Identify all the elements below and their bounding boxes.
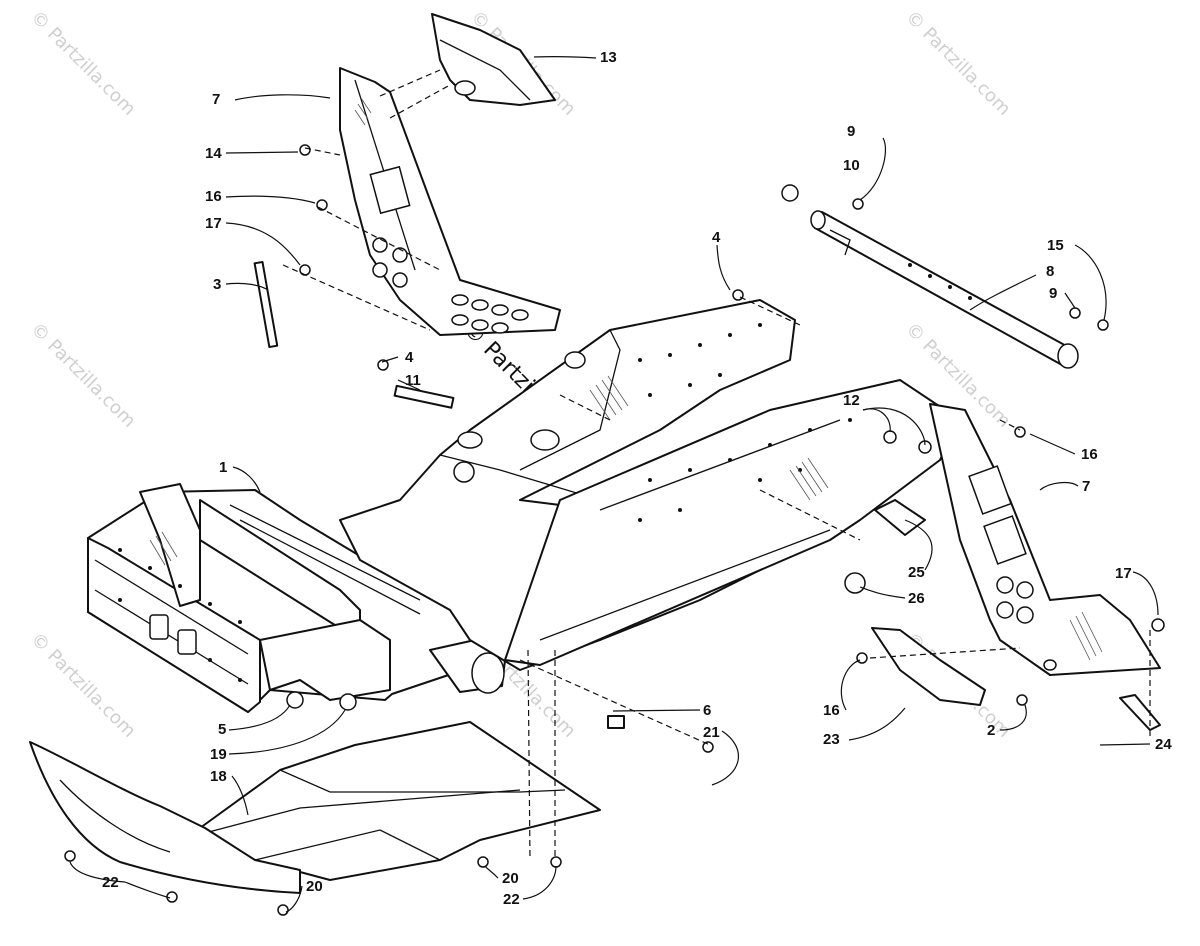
callout-25: 25	[908, 564, 925, 581]
callout-19: 19	[210, 746, 227, 763]
callout-16: 16	[205, 188, 222, 205]
callout-6: 6	[703, 702, 711, 719]
callout-23: 23	[823, 731, 840, 748]
callout-18: 18	[210, 768, 227, 785]
callout-17b: 17	[1115, 565, 1132, 582]
callout-4b: 4	[405, 349, 414, 366]
watermark: © Partzilla.com	[901, 7, 1014, 120]
callout-22b: 22	[503, 891, 520, 908]
callout-17: 17	[205, 215, 222, 232]
callout-13: 13	[600, 49, 617, 66]
callout-10: 10	[843, 157, 860, 174]
shading	[149, 375, 829, 566]
callout-5: 5	[218, 721, 226, 738]
callout-14: 14	[205, 145, 222, 162]
shock-tower-cover	[431, 13, 556, 106]
watermark: © Partzilla.com	[26, 319, 139, 432]
callout-4: 4	[712, 229, 721, 246]
front-frame	[87, 299, 961, 713]
callout-9: 9	[847, 123, 855, 140]
grommet-5	[286, 691, 304, 709]
steering-shaft	[781, 184, 1079, 369]
hardware	[64, 144, 1165, 916]
brackets	[844, 430, 1161, 731]
belly-pan	[29, 721, 601, 894]
callout-24: 24	[1155, 736, 1172, 753]
callout-20: 20	[306, 878, 323, 895]
callout-labels: 13 7 14 16 17 3 4 4 11 1 5 19 18 6 21 9 …	[102, 49, 1172, 908]
callout-1: 1	[219, 459, 227, 476]
callout-12: 12	[843, 392, 860, 409]
callout-20b: 20	[502, 870, 519, 887]
watermark: © Partzilla.com	[26, 629, 139, 742]
callout-16b: 16	[1081, 446, 1098, 463]
callout-7: 7	[212, 91, 220, 108]
callout-2: 2	[987, 722, 995, 739]
callout-9b: 9	[1049, 285, 1057, 302]
callout-22: 22	[102, 874, 119, 891]
callout-8: 8	[1046, 263, 1054, 280]
alignment-lines	[282, 69, 1151, 861]
watermark: © Partzilla.com	[26, 7, 139, 120]
console-bracket-left	[339, 67, 561, 336]
callout-21: 21	[703, 724, 720, 741]
rivet-holes	[118, 323, 852, 682]
callout-16c: 16	[823, 702, 840, 719]
callout-11: 11	[405, 372, 421, 389]
callout-7b: 7	[1082, 478, 1090, 495]
callout-15: 15	[1047, 237, 1064, 254]
leader-lines	[69, 55, 1159, 913]
console-bracket-right	[929, 403, 1161, 676]
callout-3: 3	[213, 276, 221, 293]
grommet-19	[339, 693, 357, 711]
callout-26: 26	[908, 590, 925, 607]
